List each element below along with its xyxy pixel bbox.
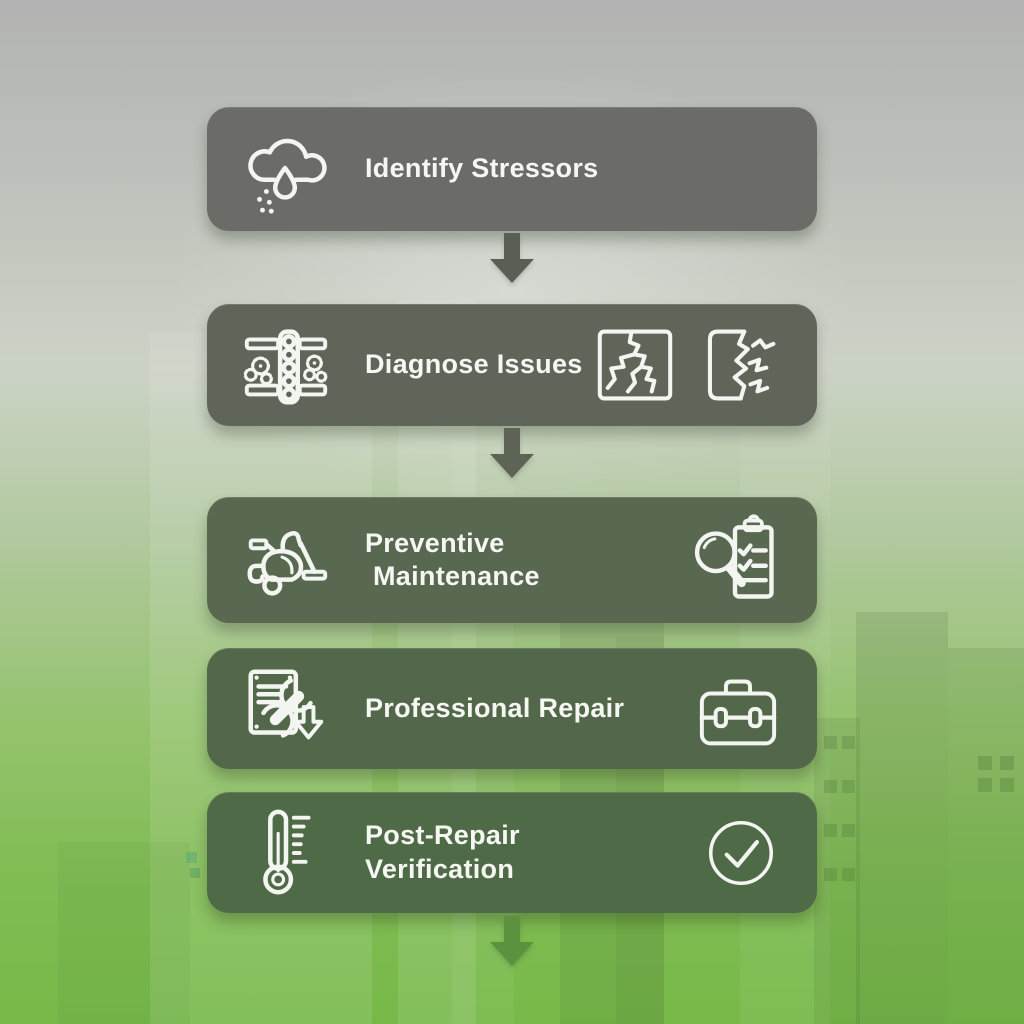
vacuum-cleaner-icon	[237, 511, 335, 609]
check-circle-icon	[699, 811, 783, 895]
step-title-line2: Verification	[365, 853, 515, 884]
step-preventive-maintenance: Preventive Maintenance	[207, 497, 817, 623]
flow-arrow-down-icon	[490, 916, 534, 966]
step-title-line1: Preventive	[365, 527, 505, 558]
toolbox-icon	[693, 666, 783, 752]
step-post-repair-verification: Post-Repair Verification	[207, 792, 817, 913]
step-title: Professional Repair	[365, 692, 624, 725]
shattered-panel-icon	[707, 329, 776, 401]
step-title: Diagnose Issues	[365, 348, 583, 381]
step-identify-stressors: Identify Stressors	[207, 107, 817, 231]
step-professional-repair: Professional Repair	[207, 648, 817, 769]
step-title-line1: Identify Stressors	[365, 153, 599, 184]
thermometer-icon	[237, 804, 335, 902]
flow-arrow-down-icon	[490, 233, 534, 283]
step-diagnose-issues: Diagnose Issues	[207, 304, 817, 426]
service-doc-wrench-icon	[237, 660, 335, 758]
cracked-panel-icon	[597, 329, 673, 401]
step-title-line1: Professional Repair	[365, 692, 625, 723]
step-title-line2: Maintenance	[373, 561, 540, 591]
flow-arrow-down-icon	[490, 428, 534, 478]
rain-cloud-icon	[237, 120, 335, 218]
step-title: Post-Repair Verification	[365, 819, 520, 886]
step-title-line1: Diagnose Issues	[365, 349, 583, 380]
step-title: Preventive Maintenance	[365, 527, 540, 594]
damage-icons	[591, 321, 783, 409]
step-title-line1: Post-Repair	[365, 820, 520, 851]
engine-gears-icon	[237, 316, 335, 414]
inspection-checklist-icon	[687, 512, 783, 608]
step-title: Identify Stressors	[365, 152, 598, 185]
